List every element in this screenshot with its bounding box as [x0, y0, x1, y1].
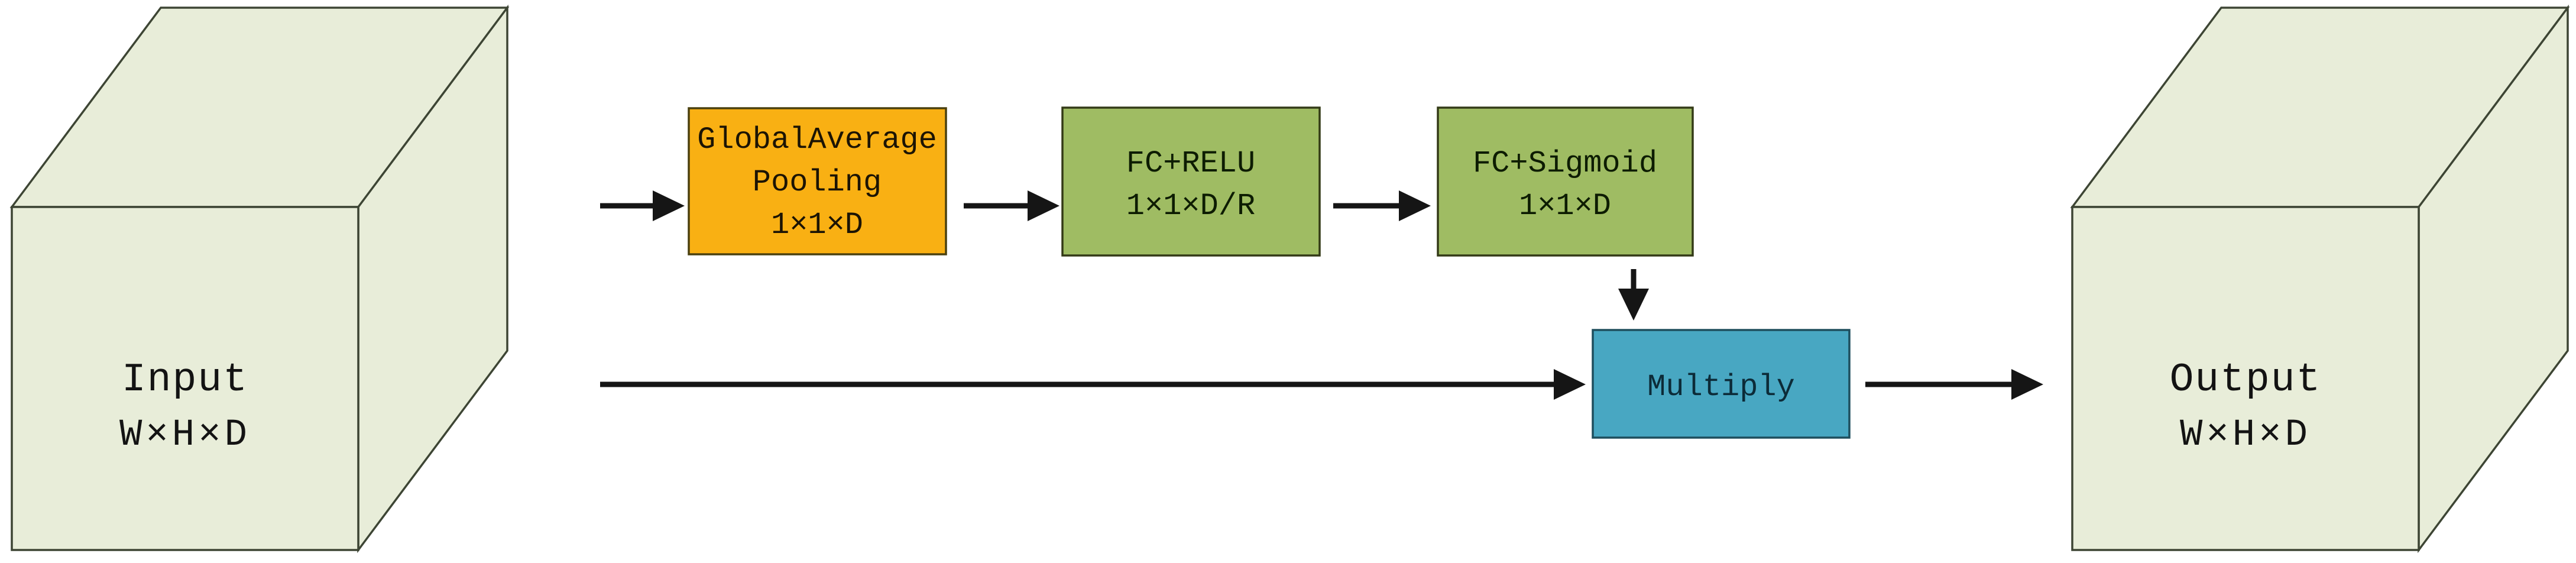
fc-relu-line1: FC+RELU	[1126, 146, 1255, 181]
fc-sigmoid-line2: 1×1×D	[1519, 189, 1611, 224]
global-average-pooling-line3: 1×1×D	[771, 208, 863, 242]
global-average-pooling-box: GlobalAverage Pooling 1×1×D	[688, 107, 947, 255]
output-cube-dimensions: W×H×D	[2180, 414, 2311, 457]
input-cube-title: Input	[122, 357, 248, 403]
fc-relu-line2: 1×1×D/R	[1126, 189, 1255, 224]
fc-sigmoid-line1: FC+Sigmoid	[1473, 146, 1657, 181]
global-average-pooling-line1: GlobalAverage	[697, 122, 937, 157]
input-cube-front-face	[11, 206, 359, 551]
global-average-pooling-rect	[688, 107, 947, 255]
input-cube-dimensions: W×H×D	[119, 414, 251, 457]
multiply-box: Multiply	[1592, 329, 1851, 439]
fc-relu-rect	[1061, 106, 1321, 257]
output-cube-title: Output	[2170, 357, 2322, 403]
fc-sigmoid-rect	[1437, 106, 1694, 257]
multiply-label: Multiply	[1647, 370, 1795, 405]
global-average-pooling-line2: Pooling	[753, 165, 882, 200]
multiply-rect	[1592, 329, 1851, 439]
fc-sigmoid-box: FC+Sigmoid 1×1×D	[1437, 106, 1694, 257]
input-cube: Input W×H×D	[9, 4, 510, 554]
output-cube-front-face	[2071, 206, 2420, 551]
arrows	[600, 190, 2043, 400]
fc-relu-box: FC+RELU 1×1×D/R	[1061, 106, 1321, 257]
output-cube: Output W×H×D	[2070, 4, 2570, 554]
